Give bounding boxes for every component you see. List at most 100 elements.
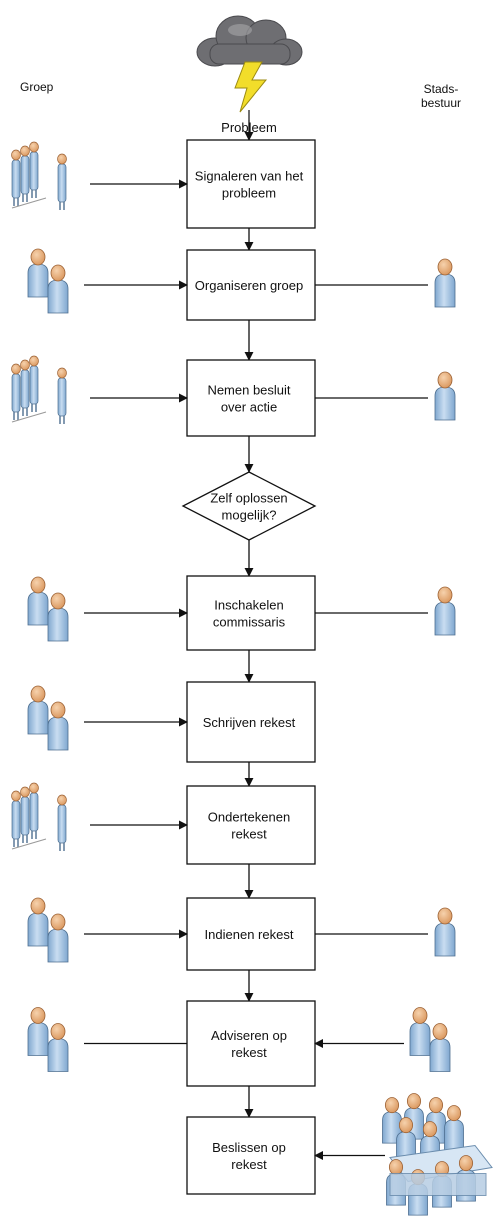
person-body [29, 151, 39, 191]
person-body [47, 716, 69, 751]
person-head [11, 149, 21, 161]
process-shape [186, 249, 316, 321]
person-body [27, 263, 49, 298]
step-label: mogelijk? [222, 508, 277, 523]
lightning-bolt-icon [234, 61, 268, 113]
step-label: Zelf oplossen [210, 491, 287, 506]
person-head [57, 794, 67, 806]
person-head [406, 1093, 422, 1110]
person-body [434, 922, 456, 957]
person-body [47, 928, 69, 963]
step-label: over actie [221, 400, 277, 415]
person-head [50, 1023, 66, 1040]
step-label: Organiseren groep [195, 278, 303, 293]
step-label: Beslissen op [212, 1140, 286, 1155]
process-box: Schrijven rekest [186, 681, 316, 763]
person-body [27, 700, 49, 735]
person-head [388, 1159, 404, 1176]
person-head [437, 371, 453, 389]
process-shape [186, 1000, 316, 1087]
person-body [444, 1119, 464, 1152]
person-head [458, 1155, 474, 1172]
standing-group-icon [11, 141, 67, 210]
left-column-heading: Groep [20, 80, 54, 94]
person-body [57, 163, 67, 203]
person-head [50, 592, 66, 610]
person-body [434, 273, 456, 308]
two-people-icon [27, 576, 69, 642]
step-label: rekest [231, 827, 267, 842]
step-label: probleem [222, 186, 276, 201]
person-head [20, 359, 30, 371]
person-head [412, 1007, 428, 1024]
person-head [384, 1097, 400, 1114]
process-box: Adviseren op rekest [186, 1000, 316, 1087]
person-body [11, 800, 21, 840]
step-label: Schrijven rekest [203, 715, 296, 730]
step-label: Inschakelen [214, 598, 283, 613]
person-head [57, 153, 67, 165]
process-shape [186, 359, 316, 437]
person-head [50, 913, 66, 931]
person-head [29, 355, 39, 367]
person-head [50, 264, 66, 282]
decision-shape [181, 471, 317, 541]
person-head [30, 897, 46, 915]
person-body [11, 373, 21, 413]
person-body [47, 1038, 69, 1072]
right-column-heading: Stads- bestuur [419, 82, 463, 110]
person-body [11, 159, 21, 199]
person-body [20, 369, 30, 409]
person-head [446, 1105, 462, 1122]
person-head [422, 1121, 438, 1138]
step-label: rekest [231, 1045, 267, 1060]
step-label: Adviseren op [211, 1028, 287, 1043]
person-head [432, 1023, 448, 1040]
two-people-icon [27, 897, 69, 963]
person-head [30, 1007, 46, 1024]
person-head [437, 907, 453, 925]
person-head [30, 685, 46, 703]
person-body [29, 792, 39, 832]
step-label: Nemen besluit [207, 383, 290, 398]
process-shape [186, 139, 316, 229]
person-body [47, 607, 69, 642]
standing-group-icon [11, 782, 67, 851]
person-head [398, 1117, 414, 1134]
single-person-icon [434, 258, 456, 308]
person-body [57, 377, 67, 417]
person-body [27, 912, 49, 947]
person-body [57, 804, 67, 844]
person-body [27, 1022, 49, 1056]
chair-row [389, 1173, 487, 1196]
person-head [11, 790, 21, 802]
process-box: Organiseren groep [186, 249, 316, 321]
standing-group-icon [11, 355, 67, 424]
person-body [47, 279, 69, 314]
process-box: Nemen besluit over actie [186, 359, 316, 437]
meeting-table-icon [382, 1093, 493, 1216]
person-head [29, 141, 39, 153]
person-body [434, 601, 456, 636]
person-head [20, 145, 30, 157]
person-head [428, 1097, 444, 1114]
step-label: Signaleren van het [195, 169, 304, 184]
right-heading-line-2: bestuur [420, 96, 462, 110]
two-people-icon [409, 1007, 451, 1072]
person-body [20, 796, 30, 836]
person-head [437, 586, 453, 604]
person-body [434, 386, 456, 421]
storm-cloud-icon [196, 15, 303, 67]
two-people-icon [27, 248, 69, 314]
right-heading-line-1: Stads- [423, 82, 459, 96]
process-shape [186, 1116, 316, 1195]
person-head [57, 367, 67, 379]
person-body [29, 365, 39, 405]
person-head [437, 258, 453, 276]
single-person-icon [434, 586, 456, 636]
person-body [20, 155, 30, 195]
